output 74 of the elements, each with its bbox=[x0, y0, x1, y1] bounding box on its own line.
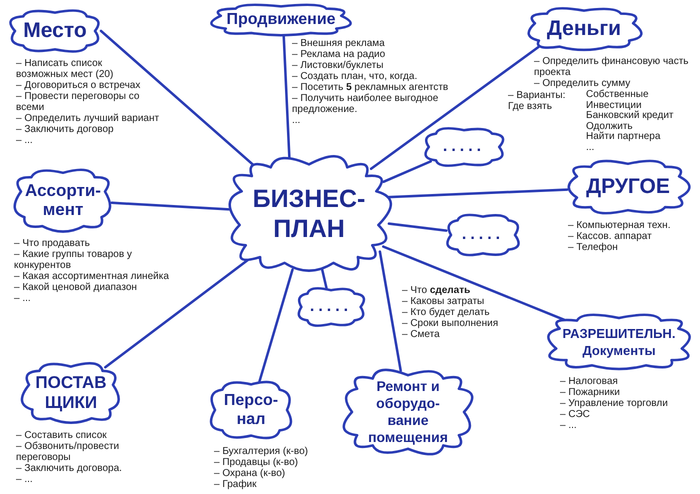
connector-line bbox=[387, 188, 569, 198]
list-item: Где взять bbox=[508, 101, 552, 112]
list-item: Банковский кредит bbox=[586, 111, 674, 122]
list-item: – Какой ценовой диапазон bbox=[14, 282, 137, 293]
list-item: – Что сделать bbox=[402, 285, 470, 296]
list-item: Инвестиции bbox=[586, 100, 642, 110]
cloud-title: РАЗРЕШИТЕЛЬН. Документы bbox=[562, 325, 676, 359]
connector-line bbox=[378, 250, 402, 372]
cloud-title: Ремонт и оборудо- вание помещения bbox=[367, 378, 449, 446]
list-item: – Посетить 5 рекламных агентств bbox=[292, 82, 448, 93]
list-item: – Сроки выполнения bbox=[402, 318, 498, 329]
list-item: – Бухгалтерия (к-во) bbox=[214, 446, 308, 457]
list-item: – Определить лучший вариант bbox=[16, 113, 160, 124]
connector-line bbox=[100, 30, 255, 166]
connector-line bbox=[370, 44, 542, 170]
list-item: – Написать список возможных мест (20) bbox=[16, 58, 114, 80]
list-item: – Телефон bbox=[568, 242, 618, 253]
list-item: – Обзвонить/провести переговоры bbox=[16, 441, 120, 463]
cloud-title: Продвижение bbox=[226, 10, 336, 30]
list-item: – Договориться о встречах bbox=[16, 80, 140, 91]
connector-line bbox=[382, 245, 566, 321]
list-item: Найти партнера bbox=[586, 132, 660, 142]
list-item: Одолжить bbox=[586, 122, 633, 132]
list-item: – Определить финансовую часть проекта bbox=[534, 56, 690, 78]
list-item: – Кассов. аппарат bbox=[568, 231, 652, 242]
list-item: – Создать план, что, когда. bbox=[292, 71, 418, 82]
cloud-title: ..... bbox=[462, 225, 504, 245]
list-item: – Заключить договор bbox=[16, 124, 114, 135]
list-item: Собственные bbox=[586, 90, 649, 100]
connector-line bbox=[258, 268, 294, 383]
cloud-title: ДРУГОЕ bbox=[586, 174, 670, 200]
list-item: ... bbox=[292, 115, 300, 126]
list-item: – Пожарники bbox=[560, 387, 620, 398]
list-item: – Определить сумму bbox=[534, 78, 630, 89]
list-item: – Какие группы товаров у конкурентов bbox=[14, 249, 133, 271]
list-item: – Управление торговли bbox=[560, 398, 668, 409]
list-item: – Кто будет делать bbox=[402, 307, 490, 318]
cloud-title: Ассорти- мент bbox=[24, 181, 102, 219]
cloud-title: ..... bbox=[310, 297, 352, 317]
list-item: – СЭС bbox=[560, 409, 590, 420]
list-item: – Продавцы (к-во) bbox=[214, 457, 298, 468]
cloud-title: ..... bbox=[442, 137, 486, 157]
list-item: – Внешняя реклама bbox=[292, 38, 385, 49]
list-item: – Какая ассортиментная линейка bbox=[14, 271, 169, 282]
connector-line bbox=[282, 34, 291, 160]
cloud-bubble bbox=[443, 212, 523, 258]
list-item: – Что продавать bbox=[14, 238, 90, 249]
list-item: – Листовки/буклеты bbox=[292, 60, 384, 71]
cloud-title: ПОСТАВ ЩИКИ bbox=[34, 373, 108, 413]
list-item: – Заключить договора. bbox=[16, 463, 122, 474]
connector-line bbox=[104, 258, 250, 368]
list-item: – Составить список bbox=[16, 430, 107, 441]
cloud-title: БИЗНЕС- ПЛАН bbox=[252, 184, 366, 244]
list-item: – ... bbox=[16, 135, 33, 146]
list-item: – Каковы затраты bbox=[402, 296, 484, 307]
list-item: – Смета bbox=[402, 329, 440, 340]
connector-line bbox=[110, 202, 230, 211]
cloud-title: Персо- нал bbox=[222, 391, 280, 429]
cloud-title: Деньги bbox=[546, 16, 622, 42]
list-item: – График bbox=[214, 479, 257, 490]
list-item: – ... bbox=[16, 474, 33, 485]
list-item: – Налоговая bbox=[560, 376, 618, 387]
list-item: – Реклама на радио bbox=[292, 49, 386, 60]
list-item: – Компьютерная техн. bbox=[568, 220, 670, 231]
list-item: – ... bbox=[14, 293, 31, 304]
list-item: – Провести переговоры со всеми bbox=[16, 91, 140, 113]
list-item: – Получить наиболее выгодное предложение. bbox=[292, 93, 440, 115]
list-item: – ... bbox=[560, 420, 577, 431]
connector-line bbox=[382, 160, 432, 184]
cloud-title: Место bbox=[23, 18, 87, 44]
list-item: – Охрана (к-во) bbox=[214, 468, 286, 479]
list-item: ... bbox=[586, 142, 594, 153]
connector-line bbox=[320, 268, 328, 290]
list-item: – Варианты: bbox=[508, 90, 566, 101]
